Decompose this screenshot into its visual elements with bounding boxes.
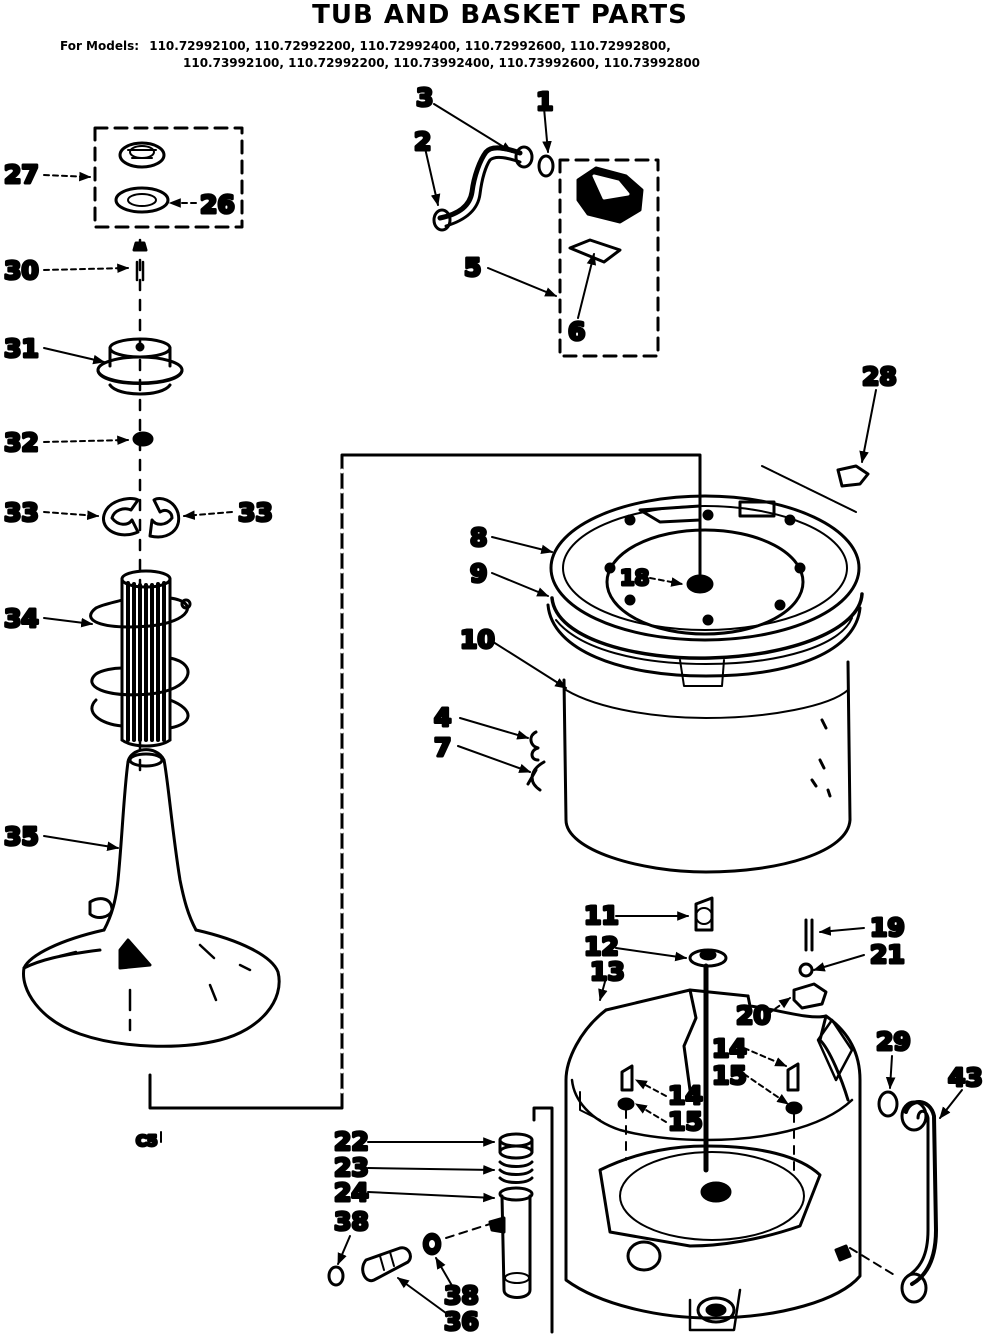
agitator-bolt-part: [132, 241, 148, 282]
callout-2: 2: [414, 127, 431, 156]
model-number: 110.72992200,: [288, 56, 390, 70]
hose-clamp-part: [432, 208, 452, 232]
drain-seal-right-part: [422, 1223, 491, 1256]
callout-26: 26: [200, 190, 235, 219]
agitator-dog-right-part: [148, 497, 181, 539]
drain-hose-clamp-part: [877, 1090, 899, 1118]
model-lead: For Models:: [60, 39, 140, 53]
callout-10: 10: [460, 625, 495, 654]
callout-35: 35: [4, 822, 39, 851]
callout-19: 19: [870, 913, 905, 942]
diagram-title: TUB AND BASKET PARTS: [312, 0, 688, 30]
callout-7: 7: [434, 733, 451, 762]
callout-3: 3: [416, 83, 433, 112]
tub-cover-clip-part: [761, 464, 870, 513]
callout-23: 23: [334, 1153, 369, 1182]
agitator-auger-part: [89, 569, 192, 748]
drain-body-part: [488, 1186, 534, 1299]
callout-8: 8: [470, 523, 487, 552]
model-row-2: 110.73992100, 110.72992200, 110.73992400…: [60, 55, 940, 72]
callout-33-right: 33: [238, 498, 273, 527]
callout-1: 1: [536, 87, 553, 116]
agitator-cap-kit-box: [93, 126, 244, 229]
callout-22: 22: [334, 1127, 369, 1156]
callout-33-left: 33: [4, 498, 39, 527]
callout-labels: 27 26 30 31 32 33 33 34 35 3 2 1 5 6 28 …: [3, 82, 985, 1335]
fill-hose-part: [437, 145, 534, 228]
agitator-cap-seal-part: [114, 186, 170, 214]
callout-34: 34: [4, 604, 39, 633]
model-number: 110.73992400,: [393, 56, 495, 70]
model-number: 110.73992600,: [498, 56, 600, 70]
agitator-dog-left-part: [102, 497, 140, 537]
model-number: 110.72992400,: [359, 39, 461, 53]
callout-43: 43: [948, 1063, 983, 1092]
wash-basket-part: [546, 603, 862, 874]
agitator-top-cap-part: [96, 337, 184, 396]
model-number: 110.72992100,: [149, 39, 251, 53]
callout-28: 28: [862, 362, 897, 391]
agitator-base-part: [22, 748, 281, 1048]
callout-15-right: 15: [712, 1061, 747, 1090]
callout-13: 13: [590, 957, 625, 986]
tub-stud-left-part: [617, 1064, 635, 1161]
model-row-1: For Models: 110.72992100, 110.72992200, …: [60, 38, 940, 55]
callout-31: 31: [4, 334, 39, 363]
agitator-cap-part: [118, 141, 166, 169]
callout-14-left: 14: [668, 1081, 703, 1110]
callout-9: 9: [470, 559, 487, 588]
drain-spring-part: [498, 1160, 534, 1184]
basket-nut-part: [694, 896, 714, 932]
callout-18: 18: [620, 566, 649, 590]
model-number: 110.72992200,: [254, 39, 356, 53]
callout-38-right: 38: [444, 1281, 479, 1310]
callout-12: 12: [584, 932, 619, 961]
overflow-screw-part: [804, 918, 814, 952]
dispenser-kit-box: [558, 158, 660, 358]
tub-ring-part: [549, 494, 861, 642]
callout-4: 4: [434, 703, 451, 732]
model-number: 110.73992100,: [183, 56, 284, 70]
overflow-valve-part: [792, 962, 828, 1010]
basket-washer-part: [688, 948, 728, 968]
drain-tube-part: [361, 1246, 412, 1283]
hose-ring-part: [537, 154, 555, 178]
callout-6: 6: [568, 317, 585, 346]
tub-ring-gasket-part: [550, 592, 864, 660]
agitator-washer-part: [132, 431, 154, 447]
assembly-bracket-line: [148, 453, 702, 1110]
leader-lines: [43, 103, 963, 1317]
model-list: For Models: 110.72992100, 110.72992200, …: [60, 38, 940, 72]
callout-36: 36: [444, 1307, 479, 1335]
basket-spring-clip-part: [526, 760, 546, 792]
callout-11: 11: [584, 901, 619, 930]
callout-21: 21: [870, 940, 905, 969]
basket-clip-part: [529, 730, 540, 762]
tub-stud-right-part: [785, 1062, 803, 1171]
callout-32: 32: [4, 428, 39, 457]
drain-hose-part: [849, 1100, 938, 1304]
callout-38-left: 38: [334, 1207, 369, 1236]
model-number: 110.72992600,: [464, 39, 566, 53]
callout-29: 29: [876, 1027, 911, 1056]
callout-24: 24: [334, 1178, 369, 1207]
callout-20: 20: [736, 1001, 771, 1030]
dispenser-part: [576, 166, 644, 224]
callout-15-left: 15: [668, 1107, 703, 1136]
dispenser-gasket-part: [568, 238, 622, 264]
callout-14-right: 14: [712, 1034, 747, 1063]
callout-27: 27: [4, 160, 39, 189]
drain-seal-left-part: [327, 1265, 345, 1287]
page-code: C5: [136, 1132, 157, 1150]
callout-30: 30: [4, 256, 39, 285]
drain-cap-part: [498, 1132, 534, 1160]
model-number: 110.72992800,: [569, 39, 671, 53]
model-number: 110.73992800: [603, 56, 701, 70]
callout-5: 5: [464, 253, 481, 282]
outer-tub-part: [532, 988, 862, 1334]
